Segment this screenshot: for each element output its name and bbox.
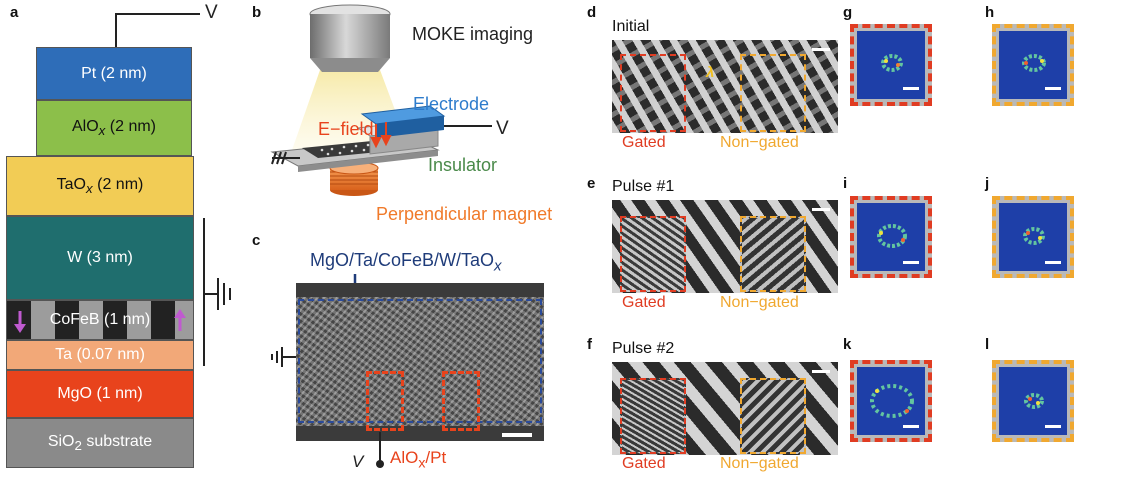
panel-d-title: Initial xyxy=(612,18,650,35)
layer-sio2-label: SiO2 substrate xyxy=(47,432,153,454)
layer-w: W (3 nm) xyxy=(6,216,194,300)
panel-label-a: a xyxy=(10,4,19,21)
fft-panel-k xyxy=(850,360,932,442)
fft-panel-i xyxy=(850,196,932,278)
gated-label-e: Gated xyxy=(622,294,666,311)
layer-alox: AlOx (2 nm) xyxy=(36,100,192,156)
layer-ta-label: Ta (0.07 nm) xyxy=(55,346,145,363)
fft-ring-g xyxy=(881,54,919,90)
domain-image-pulse-2 xyxy=(612,362,838,455)
non-gated-region-box xyxy=(740,54,806,132)
gated-label-f: Gated xyxy=(622,455,666,472)
layer-pt-label: Pt (2 nm) xyxy=(81,64,147,82)
fft-ring-l xyxy=(1024,393,1061,428)
panel-label-d: d xyxy=(587,4,597,21)
voltage-wire xyxy=(115,13,200,48)
layer-ta: Ta (0.07 nm) xyxy=(6,340,194,370)
fft-panel-j xyxy=(992,196,1074,278)
spin-up-arrow-icon xyxy=(174,309,186,331)
e-field-label: E−field xyxy=(318,119,374,139)
panel-f-title: Pulse #2 xyxy=(612,340,675,357)
layer-pt: Pt (2 nm) xyxy=(36,47,192,100)
non-gated-label-f: Non−gated xyxy=(720,455,799,472)
panel-label-j: j xyxy=(985,175,990,192)
device-micrograph xyxy=(296,283,544,441)
non-gated-region-box xyxy=(740,378,806,454)
panel-e-title: Pulse #1 xyxy=(612,178,675,195)
fft-ring-j xyxy=(1023,227,1061,264)
fft-ring-k xyxy=(870,384,919,428)
gated-region-box xyxy=(620,378,686,454)
panel-label-h: h xyxy=(985,4,995,21)
gated-region-box xyxy=(620,54,686,132)
non-gated-label-d: Non−gated xyxy=(720,134,799,151)
layer-sio2: SiO2 substrate xyxy=(6,418,194,468)
panel-label-c: c xyxy=(252,232,261,249)
voltage-label-b: V xyxy=(496,118,509,139)
non-gated-region-box xyxy=(740,216,806,292)
fft-panel-g xyxy=(850,24,932,106)
voltage-lead-c xyxy=(376,432,384,468)
panel-label-l: l xyxy=(985,336,990,353)
domain-image-initial xyxy=(612,40,838,133)
fft-ring-h xyxy=(1022,54,1061,90)
scale-bar xyxy=(812,48,830,51)
gated-region-box xyxy=(620,216,686,292)
layer-cofeb-label: CoFeB (1 nm) xyxy=(49,311,151,328)
non-gated-label-e: Non−gated xyxy=(720,294,799,311)
domain-image-pulse-1 xyxy=(612,200,838,293)
panel-label-b: b xyxy=(252,4,262,21)
layer-alox-label: AlOx (2 nm) xyxy=(71,117,156,139)
ground-icon xyxy=(203,218,231,366)
panel-label-g: g xyxy=(843,4,853,21)
moke-imaging-label: MOKE imaging xyxy=(412,24,534,44)
panel-label-i: i xyxy=(843,175,848,192)
ground-icon-c xyxy=(271,347,296,367)
panel-label-e: e xyxy=(587,175,596,192)
gated-label-d: Gated xyxy=(622,134,666,151)
fft-panel-l xyxy=(992,360,1074,442)
scale-bar xyxy=(502,433,532,437)
layer-mgo: MgO (1 nm) xyxy=(6,370,194,418)
gate-label: AlOx/Pt xyxy=(390,448,447,472)
moke-setup-diagram xyxy=(270,4,492,196)
film-region-outline xyxy=(298,299,542,423)
panel-label-f: f xyxy=(587,336,592,353)
voltage-label-c: V xyxy=(352,452,364,471)
gate-electrode-2 xyxy=(442,371,480,431)
layer-w-label: W (3 nm) xyxy=(67,249,133,266)
spin-down-arrow-icon xyxy=(14,311,26,333)
domain-stripes xyxy=(7,301,193,339)
panel-label-k: k xyxy=(843,336,852,353)
electrode-label: Electrode xyxy=(413,94,490,114)
wavelength-label: λ xyxy=(706,64,715,81)
fft-ring-i xyxy=(877,224,919,264)
scale-bar xyxy=(812,370,830,373)
fft-panel-h xyxy=(992,24,1074,106)
layer-mgo-label: MgO (1 nm) xyxy=(57,385,143,402)
perpendicular-magnet-label: Perpendicular magnet xyxy=(376,204,553,224)
voltage-label-a: V xyxy=(205,2,218,23)
insulator-label: Insulator xyxy=(428,155,498,175)
layer-taox-label: TaOx (2 nm) xyxy=(56,175,144,197)
scale-bar xyxy=(812,208,830,211)
layer-taox: TaOx (2 nm) xyxy=(6,156,194,216)
layer-cofeb: CoFeB (1 nm) xyxy=(6,300,194,340)
gate-electrode-1 xyxy=(366,371,404,431)
stack-label: MgO/Ta/CoFeB/W/TaOx xyxy=(310,250,502,275)
